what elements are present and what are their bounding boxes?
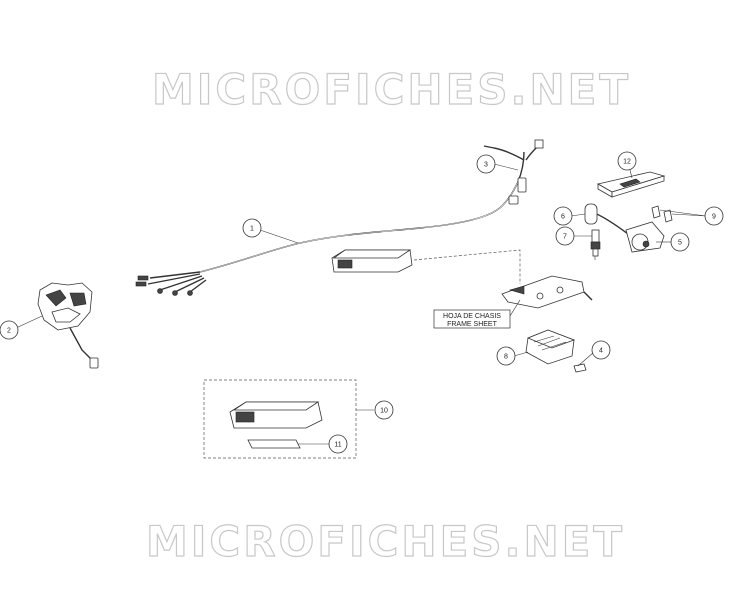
callout-4-label: 4 [599, 348, 603, 355]
callout-4: 4 [591, 340, 611, 360]
frame-sheet-line1: HOJA DE CHASIS [443, 313, 501, 320]
callout-3-label: 3 [484, 162, 488, 169]
callout-9-label: 9 [712, 214, 716, 221]
voltage-regulator [525, 329, 576, 365]
callout-5: 5 [670, 232, 690, 252]
callout-10: 10 [374, 400, 394, 420]
callout-1-label: 1 [250, 226, 254, 233]
frame-sheet-label: HOJA DE CHASIS FRAME SHEET [433, 299, 521, 329]
callout-11-label: 11 [334, 442, 341, 449]
callout-2-label: 2 [7, 328, 11, 335]
callout-6-label: 6 [561, 214, 565, 221]
watermark-top: MICROFICHES.NET [152, 65, 631, 114]
frame-sheet-line2: FRAME SHEET [447, 321, 498, 328]
callout-6: 6 [553, 206, 573, 226]
callout-3: 3 [476, 154, 496, 174]
leader-lines [15, 161, 707, 445]
callout-12: 12 [617, 151, 637, 171]
callout-8-label: 8 [504, 354, 508, 361]
frame-bracket [413, 249, 593, 309]
callout-8: 8 [496, 346, 516, 366]
electronic-module [331, 249, 413, 273]
callout-7: 7 [555, 226, 575, 246]
bolts [651, 205, 673, 223]
callout-5-label: 5 [678, 240, 682, 247]
callout-10-label: 10 [380, 408, 388, 415]
relay-part-12 [596, 171, 666, 198]
headlight-assembly [37, 282, 99, 369]
main-wiring-harness [135, 139, 544, 296]
callout-11: 11 [328, 434, 348, 454]
ignition-coil [584, 203, 665, 253]
callout-1: 1 [242, 218, 262, 238]
watermark-bottom: MICROFICHES.NET [146, 517, 625, 566]
callout-12-label: 12 [623, 159, 631, 166]
callout-7-label: 7 [563, 234, 567, 241]
spark-plug [590, 229, 601, 260]
cdi-kit [203, 379, 357, 459]
callout-9: 9 [704, 206, 724, 226]
callout-2: 2 [0, 320, 19, 340]
screw [573, 363, 587, 373]
